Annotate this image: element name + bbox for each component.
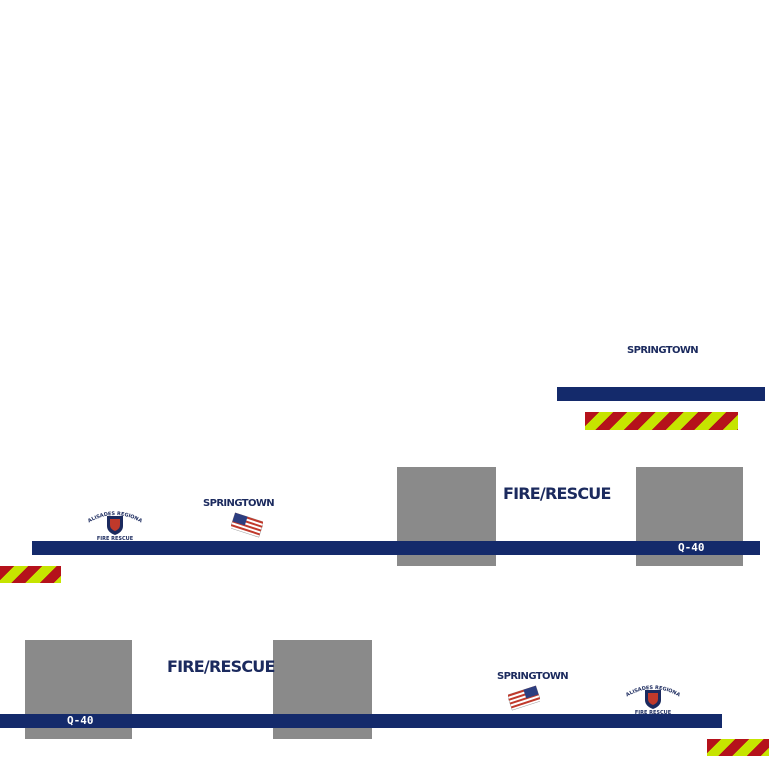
american-flag-icon bbox=[508, 685, 540, 711]
chevron-panel-bottom-right bbox=[707, 739, 769, 756]
unit-number-a: Q-40 bbox=[678, 541, 705, 554]
fire-rescue-seal-icon: PALISADES REGIONAL FIRE RESCUE bbox=[624, 680, 681, 716]
svg-text:FIRE RESCUE: FIRE RESCUE bbox=[97, 536, 134, 542]
springtown-wordmark-b: SPRINGTOWN bbox=[497, 671, 569, 682]
chevron-panel-left bbox=[0, 566, 61, 583]
stripe-bottom bbox=[0, 714, 722, 728]
springtown-wordmark-top: SPRINGTOWN bbox=[627, 345, 699, 356]
springtown-wordmark-a: SPRINGTOWN bbox=[203, 498, 275, 509]
fire-rescue-label-b: FIRE/RESCUE bbox=[167, 657, 275, 676]
chevron-panel-top-right bbox=[585, 412, 738, 430]
svg-text:FIRE RESCUE: FIRE RESCUE bbox=[635, 710, 672, 716]
stripe-middle bbox=[32, 541, 760, 555]
fire-rescue-seal-icon: PALISADES REGIONAL FIRE RESCUE bbox=[86, 506, 143, 542]
american-flag-icon bbox=[231, 512, 263, 538]
stripe-top-right bbox=[557, 387, 765, 401]
unit-number-b: Q-40 bbox=[67, 714, 94, 727]
fire-rescue-label-a: FIRE/RESCUE bbox=[503, 484, 611, 503]
